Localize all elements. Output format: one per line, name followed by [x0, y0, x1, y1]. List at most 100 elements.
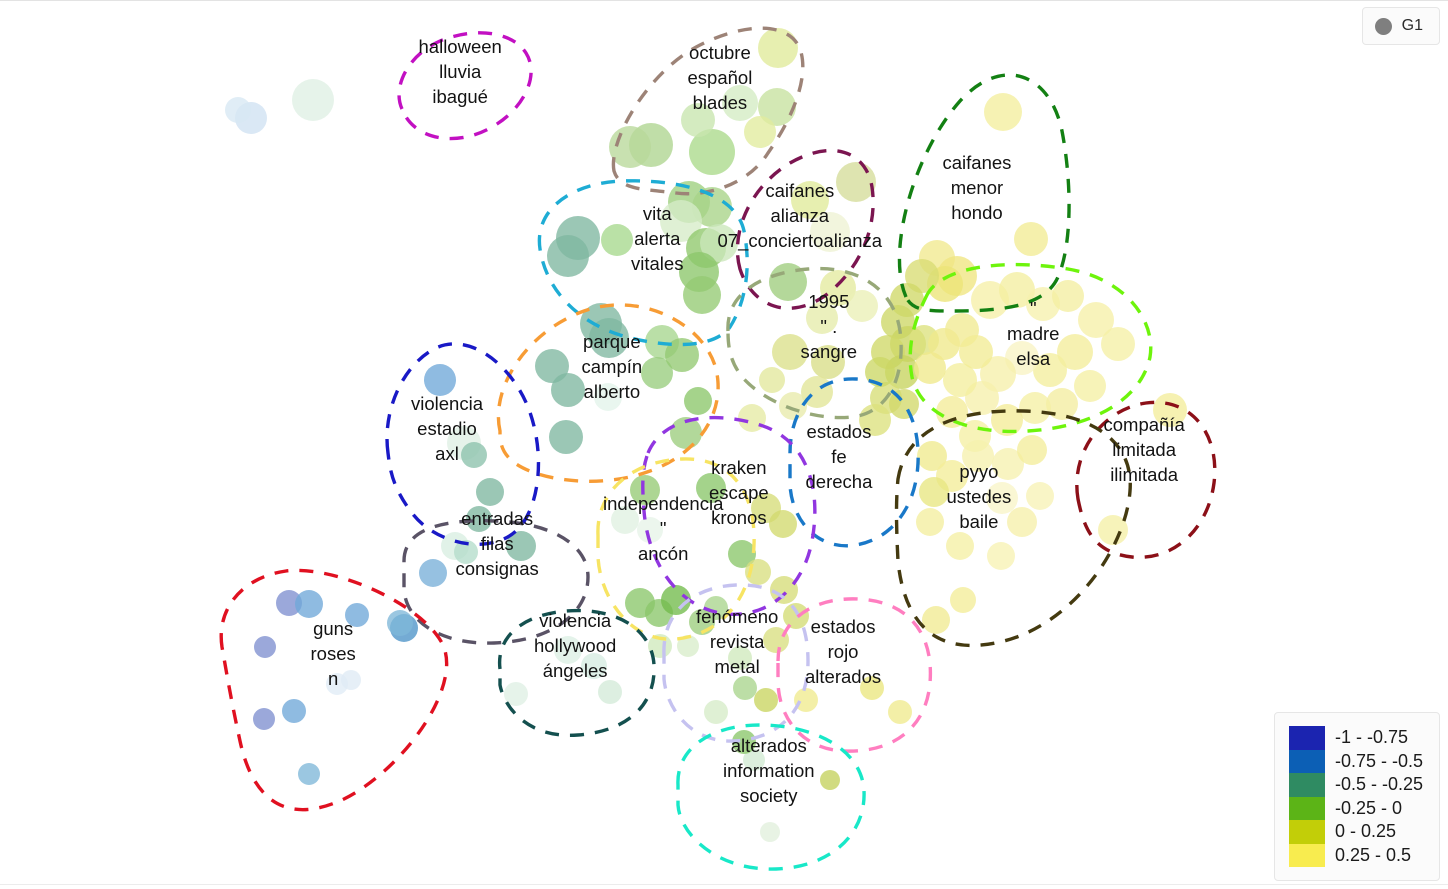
- data-point[interactable]: [692, 187, 732, 227]
- data-point[interactable]: [601, 224, 633, 256]
- data-point[interactable]: [594, 383, 622, 411]
- cluster-hull[interactable]: [735, 148, 875, 310]
- data-point[interactable]: [1101, 327, 1135, 361]
- cluster-hull[interactable]: [537, 179, 749, 347]
- data-point[interactable]: [589, 318, 629, 358]
- data-point[interactable]: [298, 763, 320, 785]
- cluster-hull[interactable]: [776, 597, 933, 753]
- data-point[interactable]: [1074, 370, 1106, 402]
- data-point[interactable]: [681, 103, 715, 137]
- cluster-hull[interactable]: [662, 583, 810, 743]
- data-point[interactable]: [950, 587, 976, 613]
- data-point[interactable]: [860, 676, 884, 700]
- data-point[interactable]: [914, 352, 946, 384]
- data-point[interactable]: [254, 636, 276, 658]
- data-point[interactable]: [865, 357, 895, 387]
- cluster-hull[interactable]: [497, 608, 656, 737]
- data-point[interactable]: [660, 200, 702, 242]
- data-point[interactable]: [225, 97, 251, 123]
- data-point[interactable]: [743, 749, 765, 771]
- data-point[interactable]: [547, 235, 589, 277]
- data-point[interactable]: [598, 680, 622, 704]
- data-point[interactable]: [811, 345, 845, 379]
- data-point[interactable]: [1019, 392, 1051, 424]
- data-point[interactable]: [759, 367, 785, 393]
- data-point[interactable]: [806, 302, 838, 334]
- data-point[interactable]: [637, 517, 663, 543]
- data-point[interactable]: [683, 276, 721, 314]
- cluster-hull[interactable]: [676, 723, 866, 871]
- data-point[interactable]: [919, 477, 949, 507]
- data-point[interactable]: [454, 540, 478, 564]
- data-point[interactable]: [554, 636, 582, 664]
- data-point[interactable]: [943, 363, 977, 397]
- data-point[interactable]: [791, 181, 829, 219]
- data-point[interactable]: [1007, 507, 1037, 537]
- data-point[interactable]: [684, 387, 712, 415]
- data-point[interactable]: [760, 822, 780, 842]
- cluster-hull[interactable]: [611, 26, 805, 196]
- data-point[interactable]: [700, 224, 738, 262]
- data-point[interactable]: [810, 212, 850, 252]
- data-point[interactable]: [253, 708, 275, 730]
- data-point[interactable]: [292, 79, 334, 121]
- data-point[interactable]: [1098, 515, 1128, 545]
- data-point[interactable]: [772, 334, 808, 370]
- cluster-hull[interactable]: [385, 342, 541, 546]
- cluster-hull[interactable]: [897, 73, 1071, 313]
- data-point[interactable]: [888, 700, 912, 724]
- data-point[interactable]: [986, 482, 1018, 514]
- data-point[interactable]: [984, 93, 1022, 131]
- cluster-hull[interactable]: [908, 262, 1153, 434]
- data-point[interactable]: [728, 646, 752, 670]
- data-point[interactable]: [770, 576, 798, 604]
- data-point[interactable]: [962, 440, 994, 472]
- data-point[interactable]: [704, 596, 728, 620]
- data-point[interactable]: [916, 508, 944, 536]
- data-point[interactable]: [754, 688, 778, 712]
- color-scale-legend[interactable]: -1 - -0.75-0.75 - -0.5-0.5 - -0.25-0.25 …: [1273, 712, 1440, 881]
- data-point[interactable]: [846, 290, 878, 322]
- data-point[interactable]: [551, 373, 585, 407]
- data-point[interactable]: [611, 506, 639, 534]
- cluster-hull[interactable]: [496, 303, 720, 483]
- data-point[interactable]: [987, 542, 1015, 570]
- data-point[interactable]: [758, 28, 798, 68]
- data-point[interactable]: [276, 590, 302, 616]
- data-point[interactable]: [641, 357, 673, 389]
- data-point[interactable]: [820, 770, 840, 790]
- data-point[interactable]: [1078, 302, 1114, 338]
- data-point[interactable]: [696, 473, 726, 503]
- data-point[interactable]: [419, 559, 447, 587]
- cluster-hull[interactable]: [726, 266, 903, 420]
- data-point[interactable]: [728, 540, 756, 568]
- data-point[interactable]: [779, 392, 807, 420]
- data-point[interactable]: [1017, 435, 1047, 465]
- cluster-hull[interactable]: [219, 568, 449, 812]
- cluster-hull[interactable]: [1075, 400, 1217, 559]
- data-point[interactable]: [794, 688, 818, 712]
- data-point[interactable]: [341, 670, 361, 690]
- cluster-hull[interactable]: [641, 415, 817, 616]
- data-point[interactable]: [946, 532, 974, 560]
- data-point[interactable]: [733, 676, 757, 700]
- data-point[interactable]: [744, 116, 776, 148]
- data-point[interactable]: [689, 129, 735, 175]
- data-point[interactable]: [769, 510, 797, 538]
- data-point[interactable]: [549, 420, 583, 454]
- data-point[interactable]: [917, 441, 947, 471]
- data-point[interactable]: [424, 364, 456, 396]
- data-point[interactable]: [581, 653, 607, 679]
- data-point[interactable]: [783, 603, 809, 629]
- data-point[interactable]: [820, 270, 856, 306]
- data-point[interactable]: [959, 335, 993, 369]
- data-point[interactable]: [461, 442, 487, 468]
- data-point[interactable]: [732, 730, 756, 754]
- data-point[interactable]: [1153, 393, 1187, 427]
- data-point[interactable]: [295, 590, 323, 618]
- cluster-hull[interactable]: [397, 31, 533, 141]
- data-point[interactable]: [1046, 388, 1078, 420]
- data-point[interactable]: [282, 699, 306, 723]
- data-point[interactable]: [922, 606, 950, 634]
- data-point[interactable]: [648, 634, 672, 658]
